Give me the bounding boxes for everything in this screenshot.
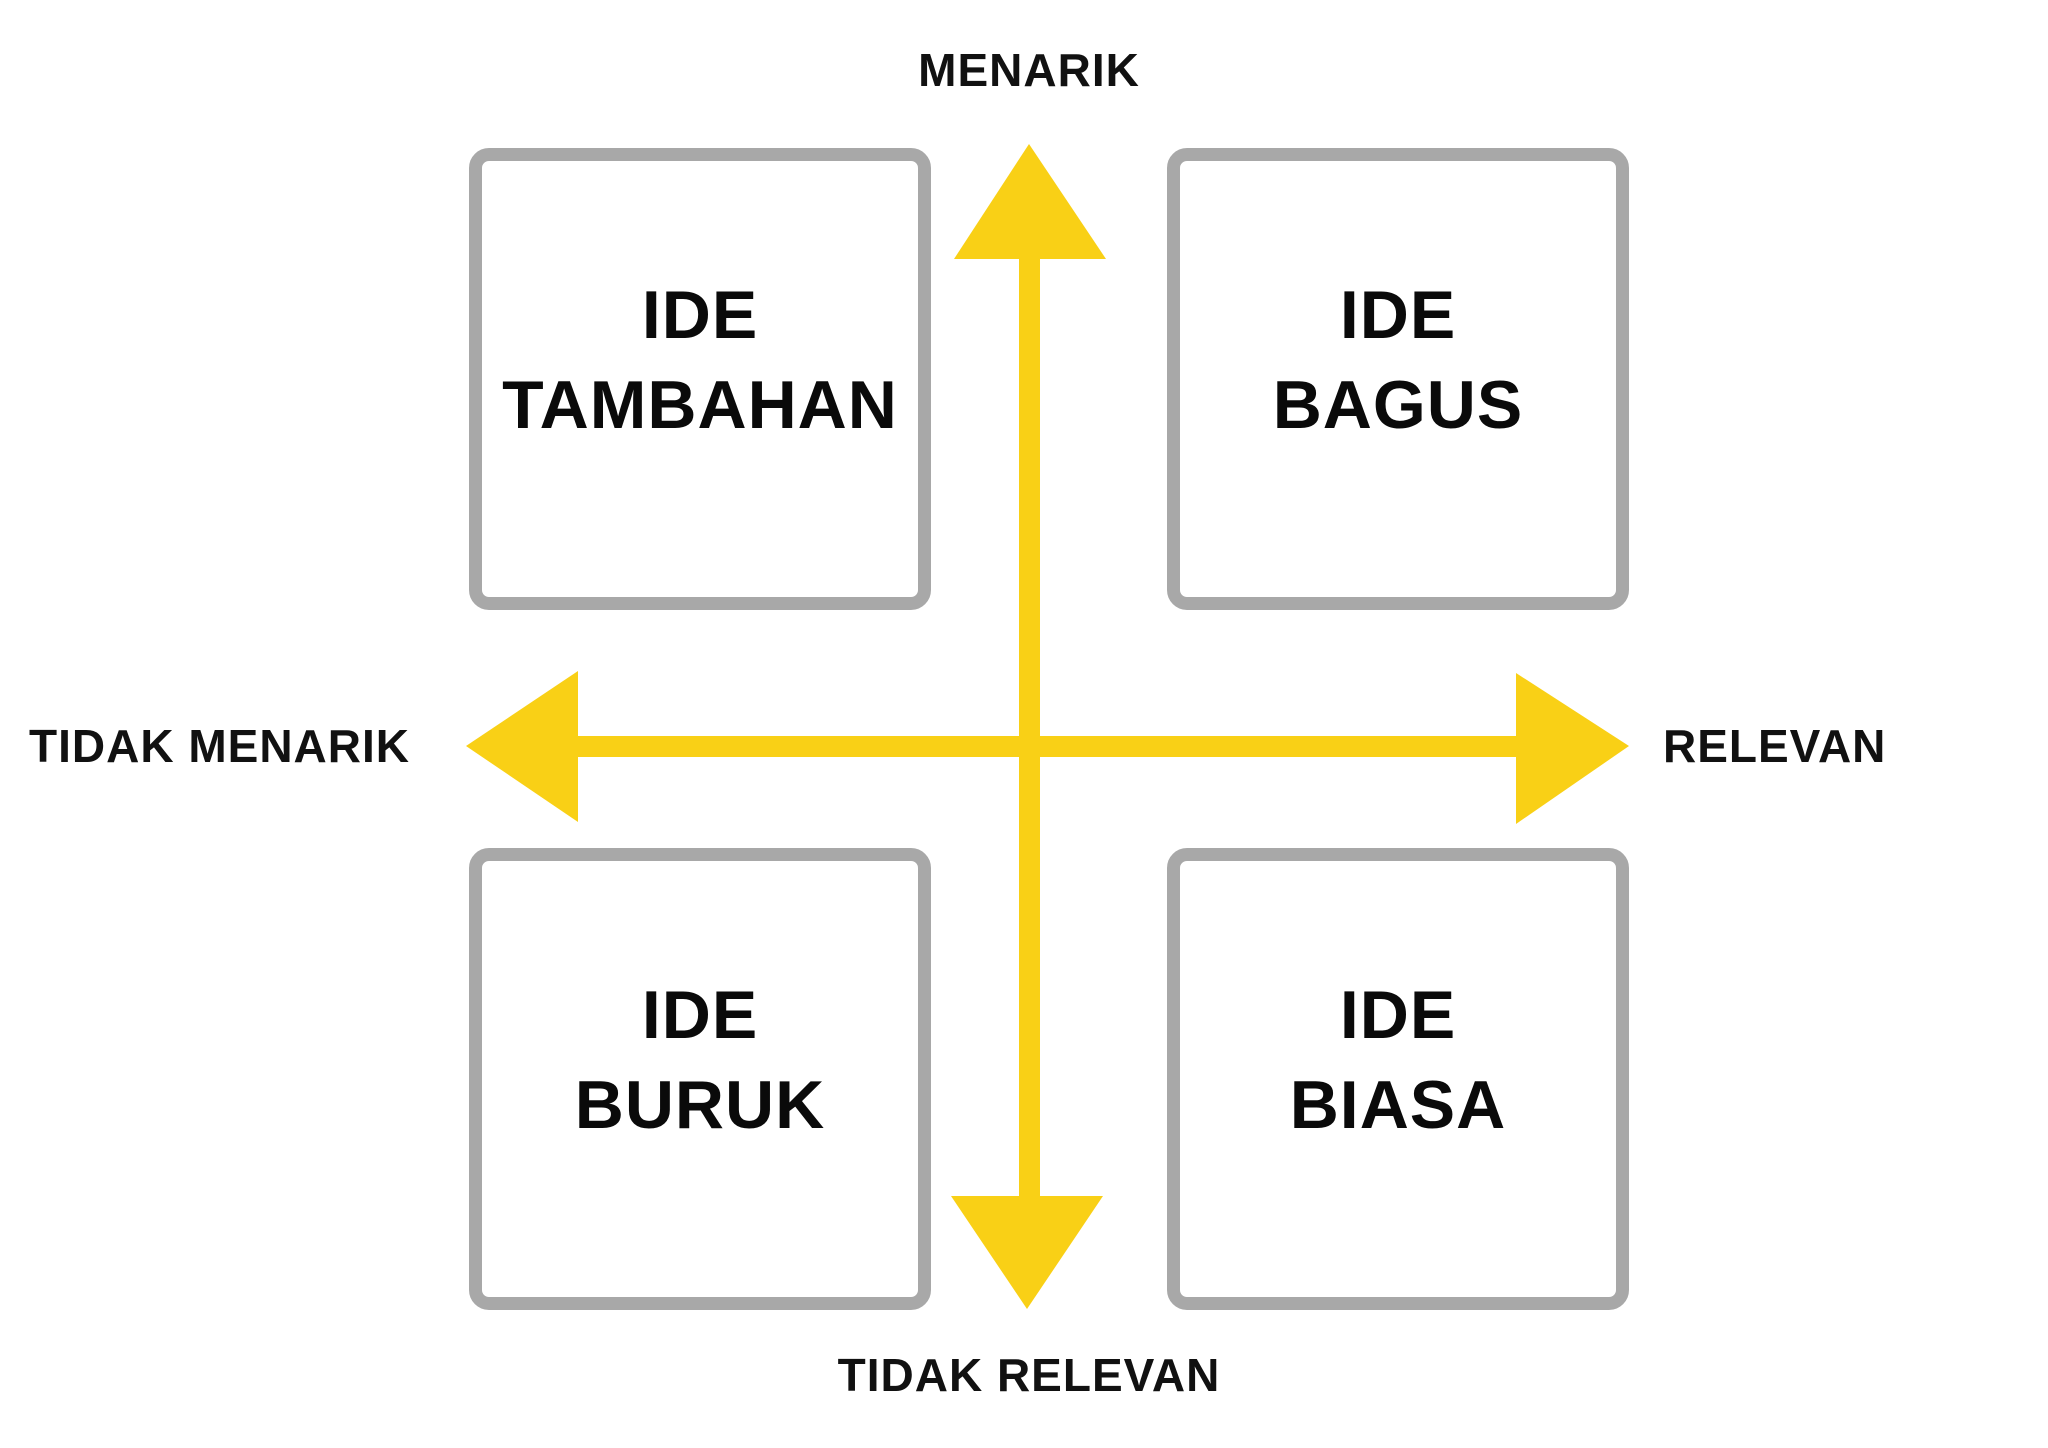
quadrant-line1: IDE: [641, 977, 759, 1053]
quadrant-line1: IDE: [641, 277, 759, 353]
quadrant-ide-bagus: IDE BAGUS: [1167, 148, 1629, 610]
arrow-right-icon: [1516, 673, 1629, 824]
quadrant-line1: IDE: [1339, 977, 1457, 1053]
quadrant-line2: TAMBAHAN: [502, 367, 898, 443]
arrow-up-icon: [954, 144, 1106, 259]
quadrant-ide-biasa: IDE BIASA: [1167, 848, 1629, 1310]
axis-label-top: MENARIK: [918, 44, 1140, 96]
vertical-axis-shaft: [1019, 250, 1040, 1205]
arrow-down-icon: [951, 1196, 1103, 1309]
quadrant-line2: BAGUS: [1272, 367, 1524, 443]
horizontal-axis-shaft: [570, 736, 1525, 757]
quadrant-ide-buruk: IDE BURUK: [469, 848, 931, 1310]
quadrant-line2: BURUK: [574, 1067, 826, 1143]
axis-label-right: RELEVAN: [1663, 720, 1887, 772]
axis-label-left: TIDAK MENARIK: [29, 720, 410, 772]
quadrant-line2: BIASA: [1289, 1067, 1507, 1143]
axis-label-bottom: TIDAK RELEVAN: [837, 1349, 1221, 1401]
quadrant-line1: IDE: [1339, 277, 1457, 353]
quadrant-ide-tambahan: IDE TAMBAHAN: [469, 148, 931, 610]
arrow-left-icon: [466, 671, 578, 822]
